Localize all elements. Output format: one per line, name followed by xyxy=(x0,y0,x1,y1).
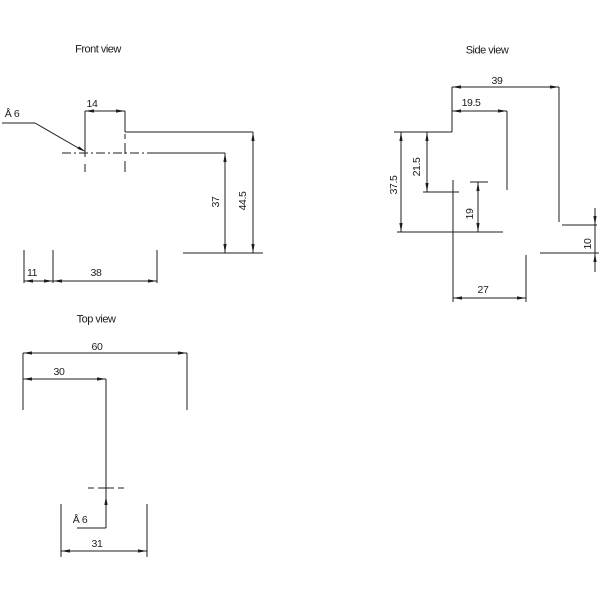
front-dim-inner-height: 37 xyxy=(209,196,222,208)
front-dim-base-left: 11 xyxy=(26,266,38,279)
side-dim-left-height: 37.5 xyxy=(387,175,400,195)
side-dim-mid-height: 19 xyxy=(463,208,476,220)
front-dim-total-height: 44.5 xyxy=(236,191,249,211)
front-dim-hole-width: 14 xyxy=(86,97,98,110)
top-hole-callout: Å 6 xyxy=(72,513,88,526)
side-view-title: Side view xyxy=(465,44,509,57)
top-view-title: Top view xyxy=(76,313,116,326)
front-hole-callout: Å 6 xyxy=(4,107,20,120)
top-view-arrowheads xyxy=(23,351,187,553)
side-dim-inner-height: 21.5 xyxy=(410,157,423,177)
side-dim-total-width: 39 xyxy=(491,74,503,87)
top-dim-left-width: 30 xyxy=(53,365,65,378)
front-view-arrowheads xyxy=(24,109,255,283)
top-view-geometry xyxy=(22,352,188,557)
front-view-geometry xyxy=(2,110,263,283)
side-dim-right-height: 10 xyxy=(581,238,594,250)
side-view-arrowheads xyxy=(399,85,597,300)
top-dim-bottom-width: 31 xyxy=(91,537,103,550)
side-dim-bottom-width: 27 xyxy=(477,283,489,296)
front-dim-base-width: 38 xyxy=(90,266,102,279)
side-view-geometry xyxy=(394,86,599,302)
top-dim-total-width: 60 xyxy=(91,340,103,353)
side-dim-top-width: 19.5 xyxy=(461,96,481,109)
front-view-title: Front view xyxy=(75,43,121,56)
